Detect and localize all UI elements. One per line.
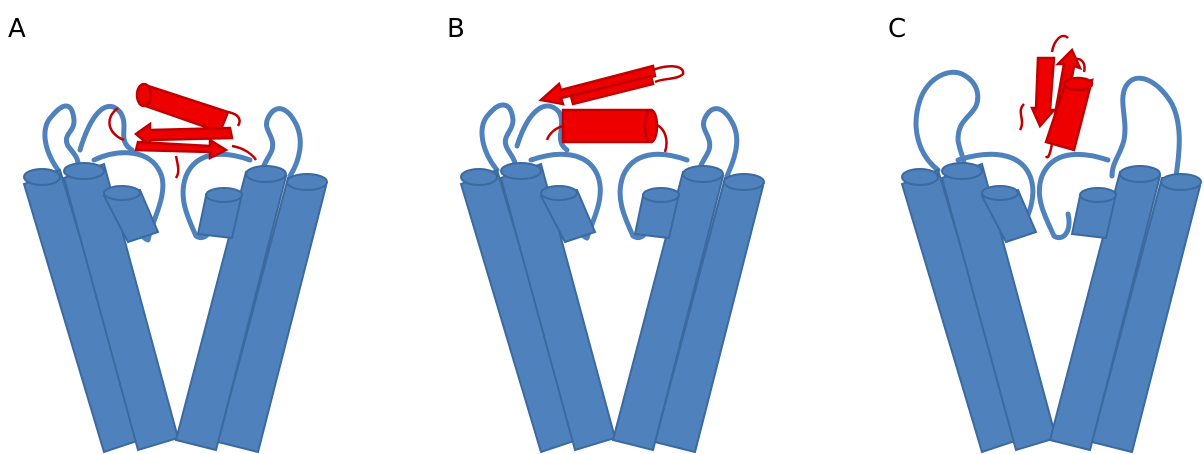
panel-b: B [401, 0, 802, 454]
ligand-helix [563, 110, 651, 142]
left-helix-short-cap [541, 186, 577, 200]
left-helices [461, 163, 615, 452]
right-helices [613, 166, 764, 452]
right-helix-short-cap [206, 188, 242, 202]
left-helix-short-cap [982, 186, 1018, 200]
left-arm [80, 106, 132, 150]
left-helix-mid-cap [942, 163, 982, 179]
right-turret-loop [1112, 78, 1179, 176]
right-helix-back-cap [287, 174, 327, 190]
panel-c: C [802, 0, 1203, 454]
ligand-helix [1046, 80, 1092, 150]
right-helix-back-cap [1161, 174, 1201, 190]
diagram-b [401, 0, 802, 454]
ligand-helix-cap [645, 110, 657, 142]
right-helix-back-cap [724, 174, 764, 190]
left-helix-mid-cap [501, 163, 541, 179]
ligand-helix [140, 86, 228, 132]
left-helix-short-cap [104, 186, 140, 200]
left-helix-mid-cap [64, 163, 104, 179]
right-helices [176, 166, 327, 452]
diagram-a [0, 0, 401, 454]
diagram-c [802, 0, 1204, 454]
left-helix-back-cap [24, 169, 60, 185]
right-helix-mid-cap [1120, 166, 1160, 182]
right-helices [1050, 166, 1201, 452]
right-helix-short-cap [643, 188, 679, 202]
ligand-toxin [109, 84, 256, 178]
left-helix-back-cap [902, 169, 938, 185]
ligand-toxin [541, 66, 683, 152]
ligand-strand-1 [1032, 58, 1054, 126]
ligand-strand-2 [136, 140, 226, 158]
left-turret-loop [482, 105, 515, 172]
ligand-helix-cap [1064, 78, 1092, 90]
ligand-toxin [1020, 36, 1092, 157]
left-turret-loop [45, 106, 78, 172]
ligand-helix-cap [137, 84, 151, 106]
left-helix-back-cap [461, 169, 497, 185]
right-helix-mid-cap [246, 166, 286, 182]
right-helix-mid-cap [683, 166, 723, 182]
right-helix-short-cap [1080, 188, 1116, 202]
panel-a: A [0, 0, 401, 454]
left-helices [24, 163, 178, 452]
